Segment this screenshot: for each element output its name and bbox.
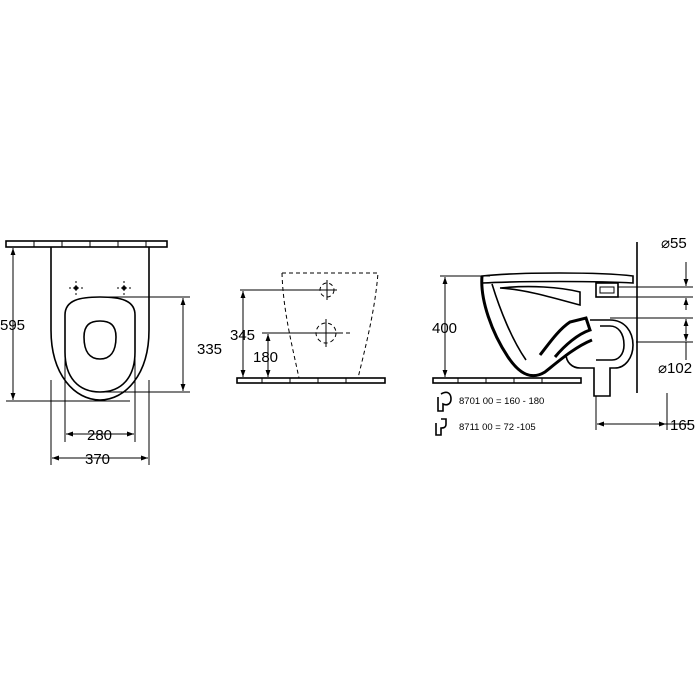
wall-plate (5, 240, 168, 248)
front-view: 345 180 (230, 272, 386, 384)
dim-label-345: 345 (230, 327, 255, 344)
inlet-block (595, 282, 619, 298)
fixing-hole-right (117, 281, 131, 295)
accessory-notes: 8701 00 = 160 - 180 8711 00 = 72 -105 (435, 391, 544, 436)
dim-label-280: 280 (87, 427, 112, 444)
seat-top (481, 272, 634, 284)
dim-label-180: 180 (253, 349, 278, 366)
fixing-hole-left (69, 281, 83, 295)
trap-section (538, 316, 592, 358)
dim-label-165: 165 (670, 417, 695, 434)
bowl-outline (50, 247, 150, 401)
dim-label-595: 595 (0, 317, 25, 334)
bowl-inner (491, 283, 581, 361)
waste-point (312, 319, 340, 347)
side-view: 400 ⌀55 ⌀102 165 (432, 235, 695, 434)
dim-label-335: 335 (197, 341, 222, 358)
floor-plate (236, 377, 386, 384)
seat-ring (64, 296, 136, 393)
accessory-label-8701: 8701 00 = 160 - 180 (459, 396, 544, 407)
dim-label-inlet-diameter: ⌀55 (661, 235, 687, 252)
accessory-label-8711: 8711 00 = 72 -105 (459, 422, 536, 433)
dim-label-370: 370 (85, 451, 110, 468)
p-trap-icon (437, 391, 452, 412)
dim-label-400: 400 (432, 320, 457, 337)
s-trap-icon (435, 418, 447, 436)
seat-opening (83, 320, 117, 360)
outlet-pipe (565, 319, 634, 397)
fixing-point (317, 280, 337, 300)
side-floor-plate (432, 377, 582, 384)
top-view: 595 335 280 370 (0, 240, 222, 468)
front-body-outline (281, 272, 379, 379)
dim-label-outlet-diameter: ⌀102 (658, 360, 692, 377)
